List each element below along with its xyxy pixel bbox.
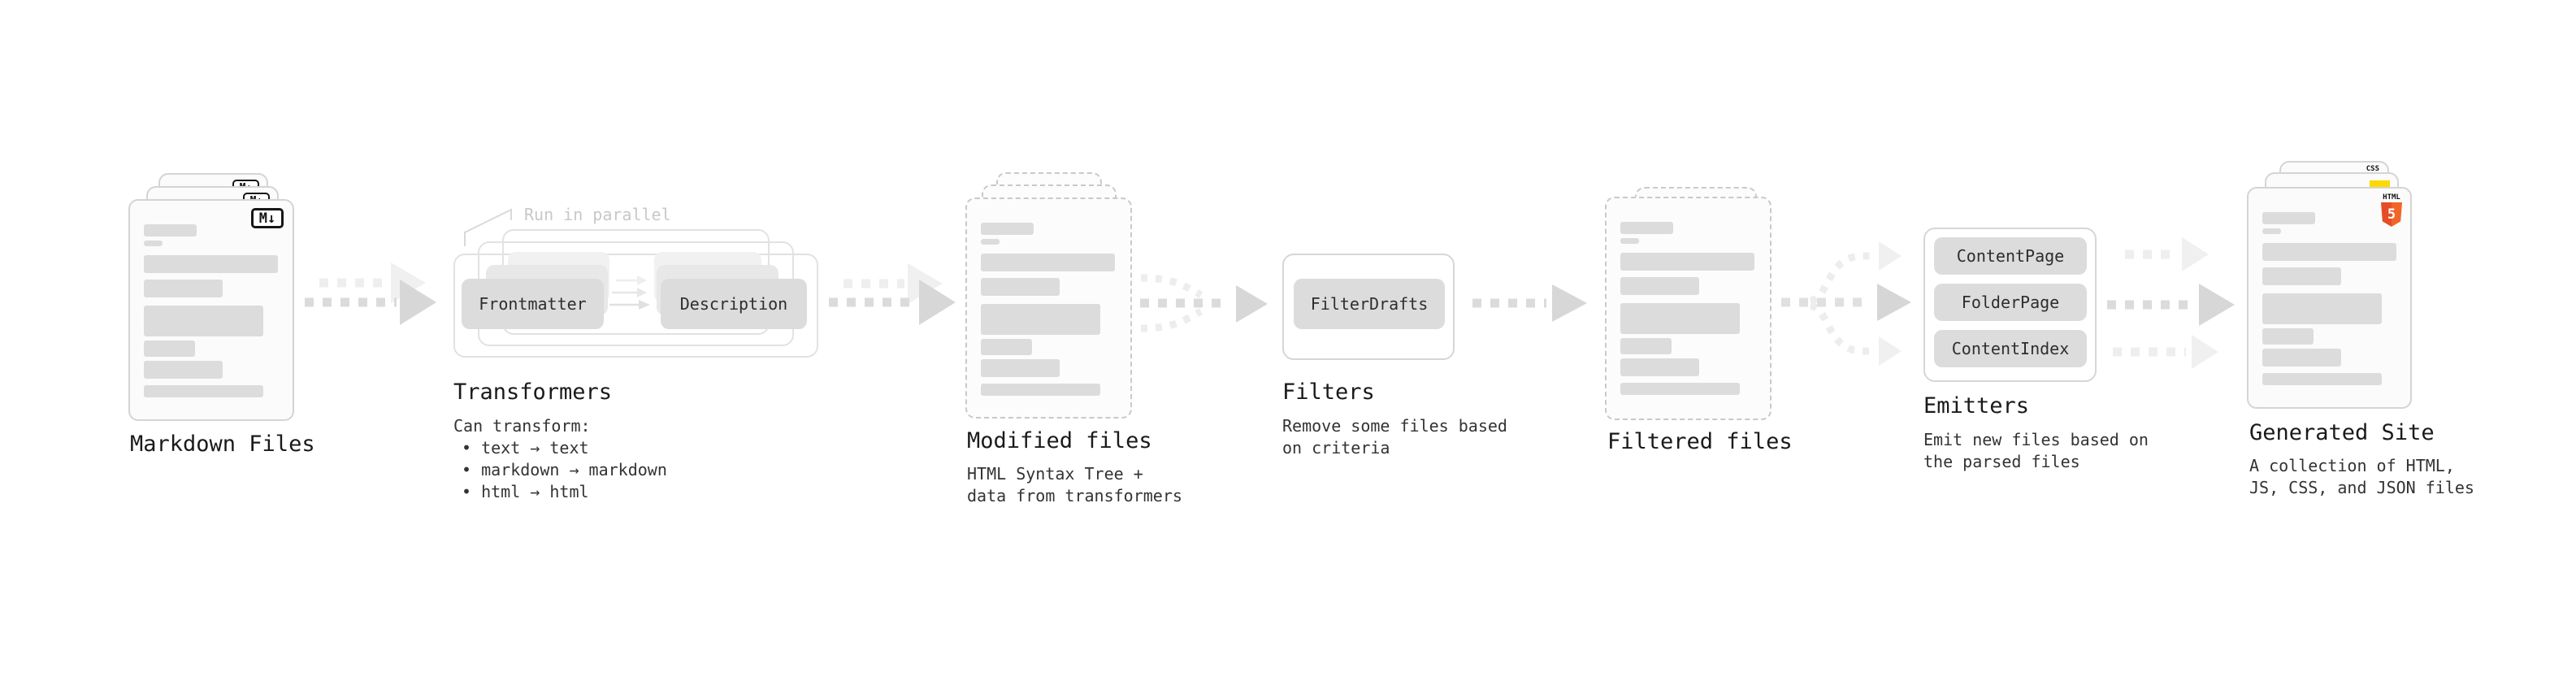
html5-icon: HTML 5 (2381, 193, 2402, 227)
text-line-placeholder (1620, 277, 1699, 295)
file-card: HTML 5 (2247, 187, 2412, 409)
document-text-placeholder (1620, 222, 1754, 395)
stage-description: Emit new files based on the parsed files (1923, 429, 2149, 473)
stage-generated-site: CSS HTML 5 Generated Site A collection o… (2247, 161, 2523, 518)
stage-emitters: ContentPage FolderPage ContentIndex Emit… (1923, 228, 2167, 488)
text-line-placeholder (981, 278, 1060, 296)
description-line: Emit new files based on (1923, 430, 2149, 449)
text-line-placeholder (1620, 303, 1740, 334)
text-line-placeholder (981, 304, 1100, 335)
stage-description: Remove some files based on criteria (1282, 415, 1507, 459)
text-line-placeholder (144, 241, 163, 246)
filter-chip-filterdrafts: FilterDrafts (1294, 279, 1445, 329)
text-line-placeholder (1620, 222, 1673, 234)
text-line-placeholder (1620, 253, 1754, 271)
text-line-placeholder (2262, 267, 2341, 285)
text-line-placeholder (1620, 383, 1740, 395)
text-line-placeholder (1620, 338, 1672, 354)
description-bullet: text → text (453, 437, 667, 459)
text-line-placeholder (2262, 243, 2396, 261)
text-line-placeholder (144, 340, 195, 357)
document-text-placeholder (2262, 212, 2396, 385)
stage-title: Filters (1282, 380, 1375, 405)
document-text-placeholder (981, 223, 1115, 396)
text-line-placeholder (981, 359, 1060, 377)
text-line-placeholder (144, 306, 263, 336)
text-line-placeholder (2262, 212, 2315, 224)
description-bullet: markdown → markdown (453, 459, 667, 481)
text-line-placeholder (2262, 328, 2314, 345)
stage-markdown-files: M↓ M↓ M↓ Markdown Files (128, 161, 372, 470)
text-line-placeholder (144, 280, 223, 297)
stage-modified-files: Modified files HTML Syntax Tree + data f… (965, 172, 1209, 514)
description-line: Remove some files based (1282, 416, 1507, 436)
transformer-chip-description: Description (661, 279, 807, 329)
stage-title: Transformers (453, 380, 613, 405)
stage-description: A collection of HTML, JS, CSS, and JSON … (2249, 455, 2474, 499)
text-line-placeholder (144, 255, 278, 273)
description-line: the parsed files (1923, 452, 2080, 471)
stage-description: Can transform: text → text markdown → ma… (453, 415, 667, 503)
stage-title: Filtered files (1607, 429, 1793, 454)
description-line: A collection of HTML, (2249, 456, 2455, 475)
description-line: JS, CSS, and JSON files (2249, 478, 2474, 497)
transformer-chip-frontmatter: Frontmatter (462, 279, 604, 329)
stage-filtered-files: Filtered files (1605, 187, 1849, 479)
text-line-placeholder (144, 224, 197, 236)
text-line-placeholder (2262, 293, 2382, 324)
text-line-placeholder (144, 361, 223, 379)
css-icon-label: CSS (2366, 165, 2379, 173)
file-card (1605, 197, 1772, 420)
stage-filters: FilterDrafts Filters Remove some files b… (1282, 254, 1526, 481)
text-line-placeholder (981, 239, 1000, 245)
stage-description: HTML Syntax Tree + data from transformer… (967, 463, 1182, 507)
description-line: Can transform: (453, 416, 591, 436)
text-line-placeholder (2262, 228, 2281, 234)
text-line-placeholder (1620, 358, 1699, 376)
html5-icon-label: HTML (2383, 193, 2400, 202)
markdown-icon: M↓ (251, 208, 284, 228)
document-text-placeholder (144, 224, 278, 397)
file-card (965, 197, 1132, 419)
emitter-chip-contentindex: ContentIndex (1934, 330, 2087, 367)
text-line-placeholder (1620, 238, 1639, 244)
text-line-placeholder (981, 223, 1034, 235)
text-line-placeholder (981, 384, 1100, 396)
description-bullet: html → html (453, 481, 667, 503)
text-line-placeholder (2262, 373, 2382, 385)
arrow-transformers-to-modified (829, 263, 956, 325)
emitter-chip-contentpage: ContentPage (1934, 237, 2087, 275)
emitter-chip-folderpage: FolderPage (1934, 284, 2087, 321)
text-line-placeholder (981, 254, 1115, 271)
stage-title: Modified files (967, 428, 1152, 453)
parallel-note: Run in parallel (524, 205, 671, 224)
stage-title: Generated Site (2249, 420, 2435, 445)
text-line-placeholder (2262, 349, 2341, 367)
stage-transformers: Run in parallel Frontmatter Description … (453, 205, 827, 514)
text-line-placeholder (144, 385, 263, 397)
description-line: HTML Syntax Tree + (967, 464, 1143, 484)
text-line-placeholder (981, 339, 1032, 355)
stage-title: Emitters (1923, 393, 2030, 419)
description-line: data from transformers (967, 486, 1182, 505)
stage-title: Markdown Files (130, 432, 315, 457)
description-line: on criteria (1282, 438, 1390, 458)
file-card: M↓ (128, 199, 294, 421)
transformer-run-box (453, 254, 818, 358)
